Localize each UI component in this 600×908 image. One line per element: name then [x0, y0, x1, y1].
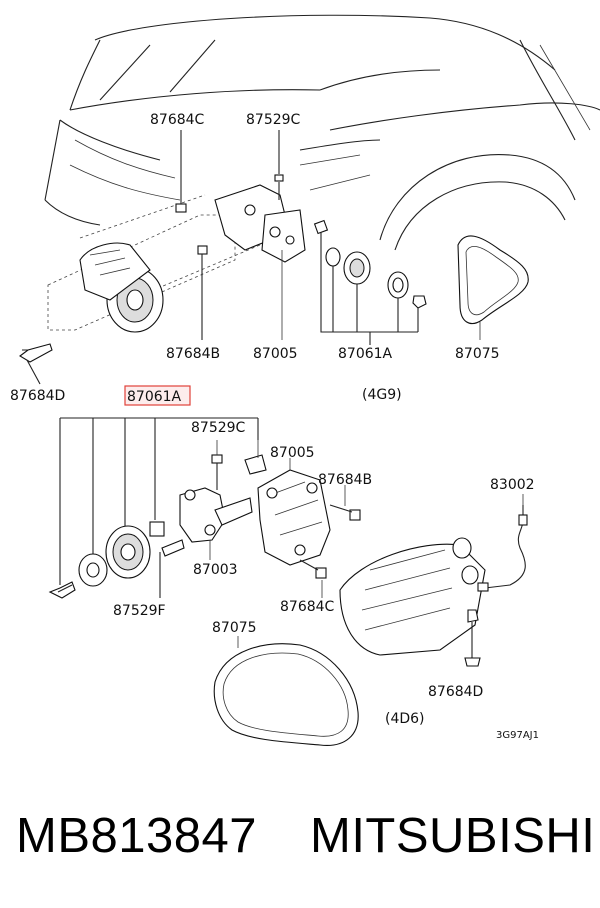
label-87061a-highlight: 87061A [127, 389, 182, 405]
label-87005-top: 87005 [253, 346, 298, 362]
label-87529c-bottom: 87529C [191, 420, 246, 436]
label-87005-bottom: 87005 [270, 445, 315, 461]
label-87529f: 87529F [113, 603, 166, 619]
part-labels: 87684C 87529C 87684B 87005 87061A 87075 … [10, 112, 539, 741]
leader-lines-top [281, 250, 481, 340]
label-87684b-bottom: 87684B [318, 472, 372, 488]
sensor-83002 [477, 494, 528, 592]
label-87684c-top: 87684C [150, 112, 205, 128]
label-87684d-top: 87684D [10, 388, 65, 404]
bolts-bottom [211, 440, 267, 490]
compressor-4g9 [47, 194, 261, 333]
label-87075-bottom: 87075 [212, 620, 257, 636]
bracket-87003 [179, 487, 253, 560]
label-87684b-top: 87684B [166, 346, 220, 362]
label-engine-4g9: (4G9) [362, 387, 402, 403]
part-number: MB813847 [16, 809, 258, 863]
idler-parts-top [313, 219, 427, 345]
pulley-assembly-bottom [48, 521, 185, 599]
brand-name: MITSUBISHI [310, 809, 596, 863]
callout-bracket-87061a [59, 417, 259, 585]
label-87075-top: 87075 [455, 346, 500, 362]
compressor-4d6 [339, 537, 486, 667]
car-body-outline [44, 14, 600, 251]
highlight-box [124, 385, 191, 406]
label-83002: 83002 [490, 477, 535, 493]
label-87684d-bottom: 87684D [428, 684, 483, 700]
label-engine-4d6: (4D6) [385, 711, 425, 727]
label-87684c-bottom: 87684C [280, 599, 335, 615]
footer: MB813847 MITSUBISHI [10, 808, 595, 878]
bracket-top [214, 184, 306, 263]
belt-bottom [213, 636, 359, 746]
bracket-87005-bottom [257, 458, 331, 566]
label-87529c-top: 87529C [246, 112, 301, 128]
belt-top [457, 235, 529, 324]
label-diagram-code: 3G97AJ1 [496, 730, 539, 741]
label-87003: 87003 [193, 562, 238, 578]
label-87061a-top: 87061A [338, 346, 393, 362]
bolts-top [19, 130, 284, 385]
bolts-bottom-2 [299, 485, 361, 598]
